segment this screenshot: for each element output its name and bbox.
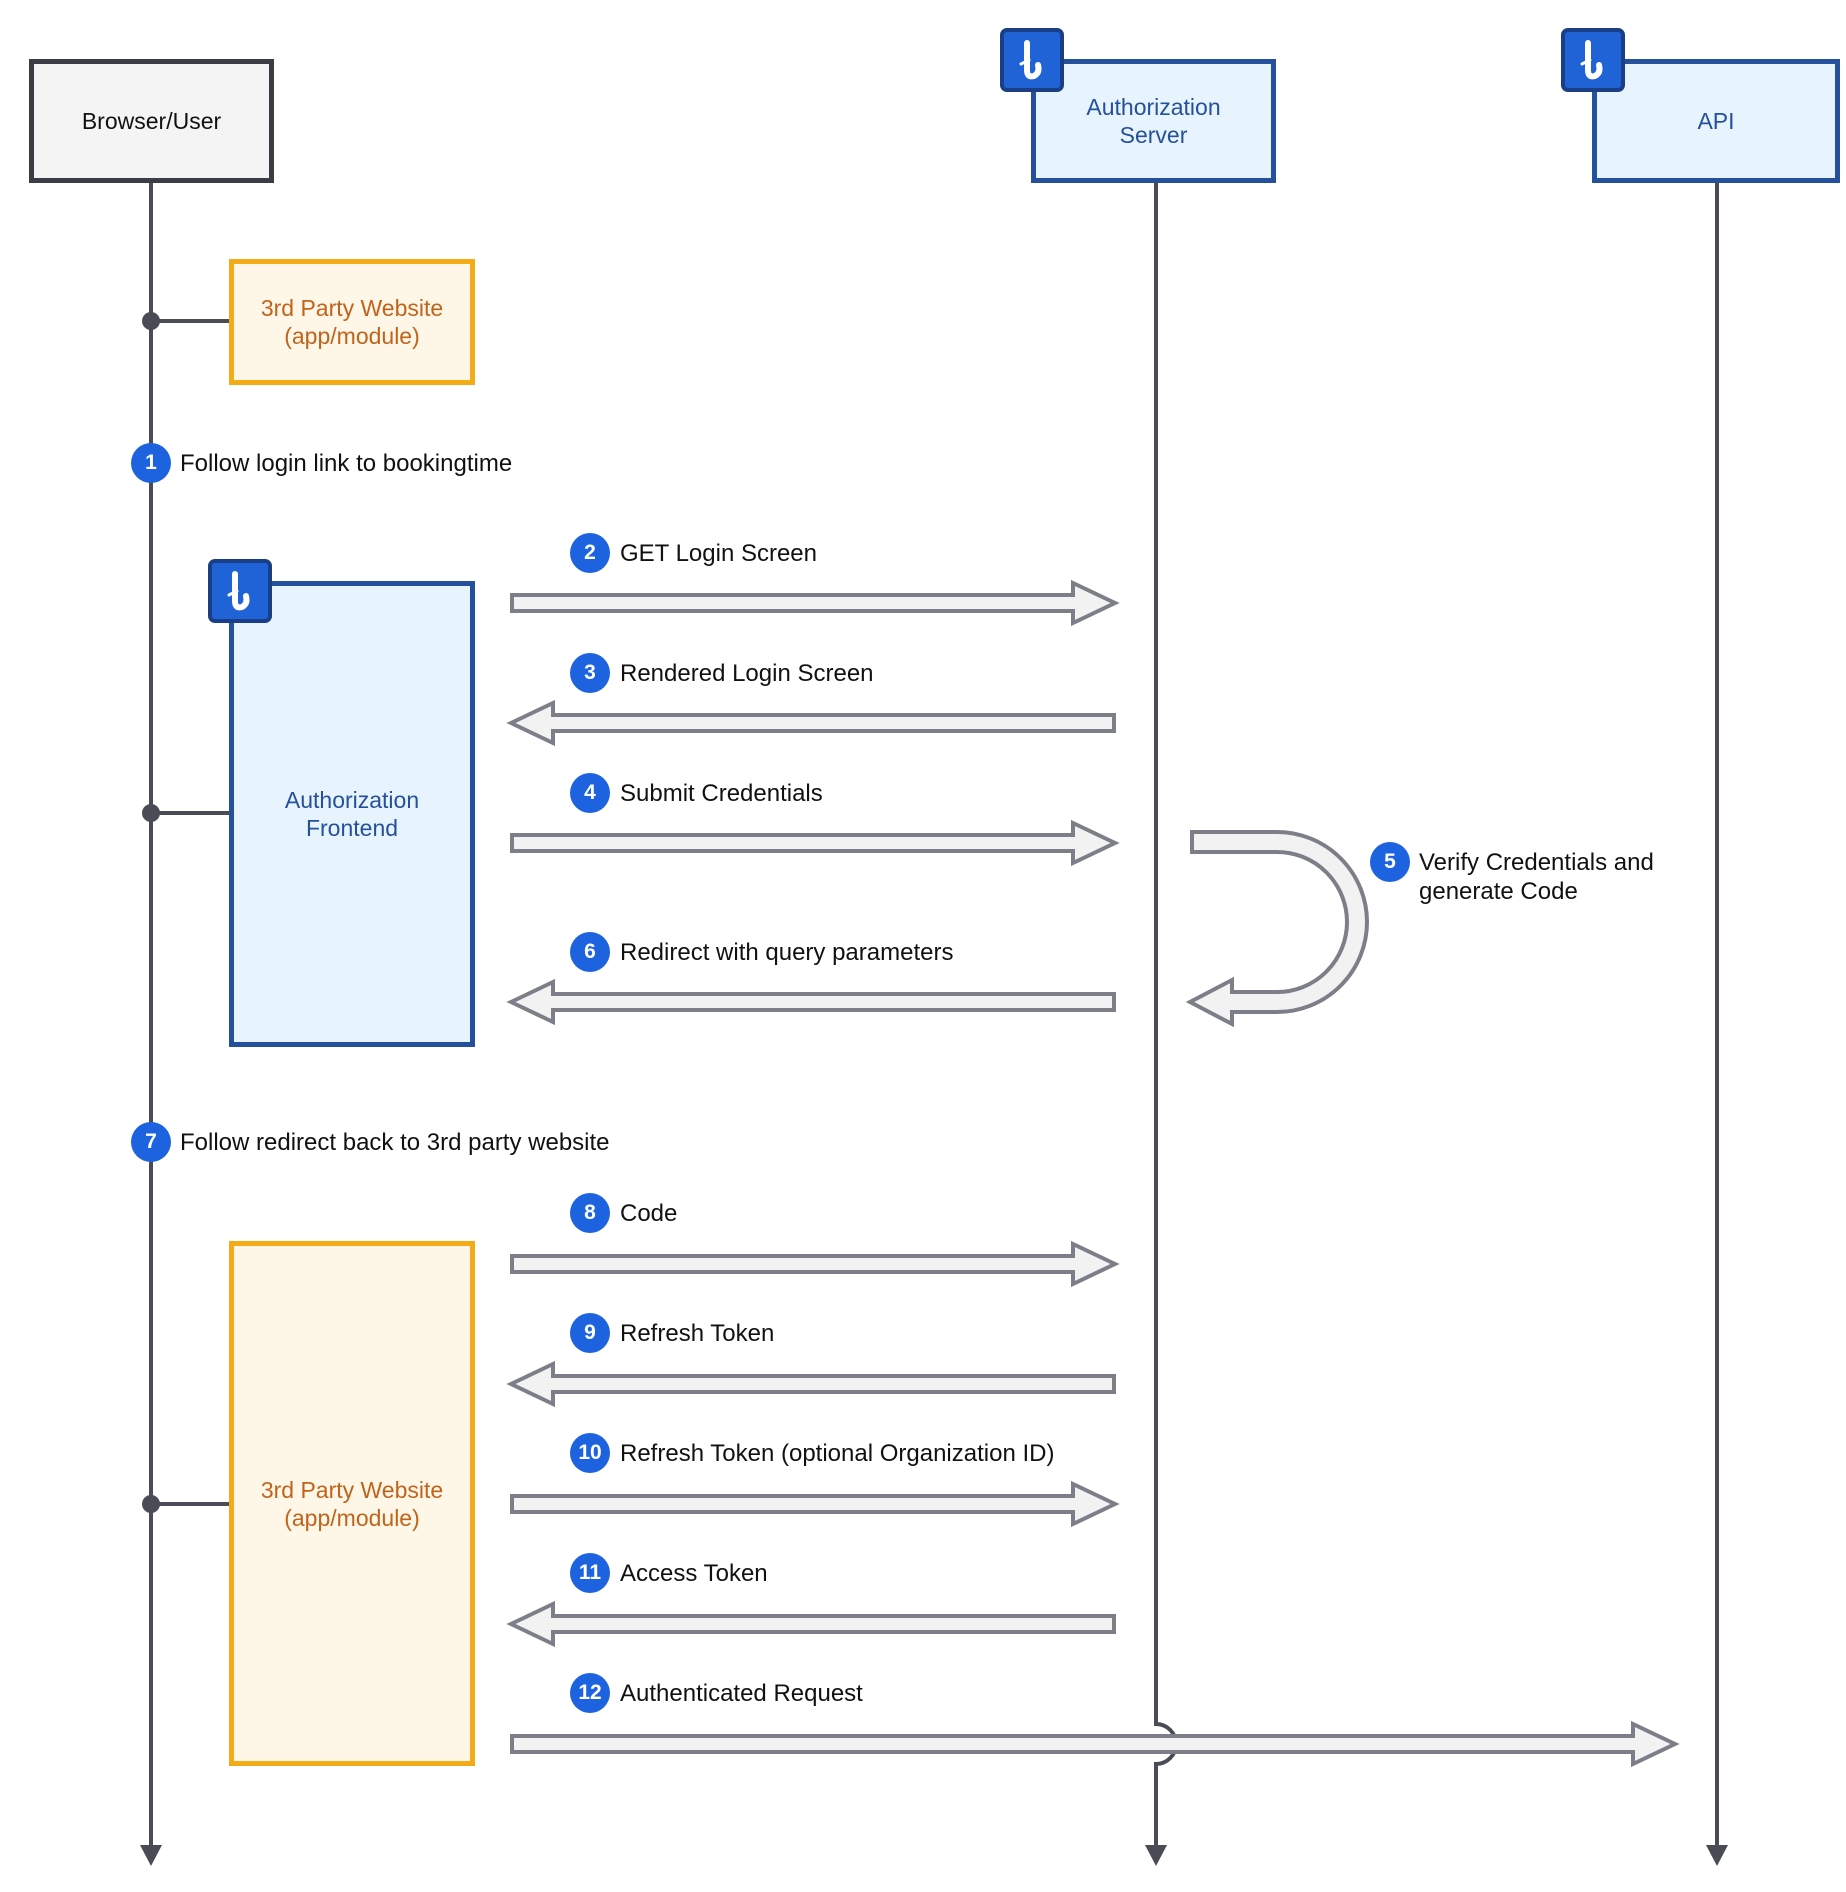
step-label-11: Access Token — [620, 1560, 768, 1587]
bookingtime-logo-icon — [1000, 28, 1064, 92]
activation-third-party-top: 3rd Party Website (app/module) — [229, 259, 475, 385]
bookingtime-logo-icon — [1561, 28, 1625, 92]
step-badge-11: 11 — [570, 1553, 610, 1593]
step-label-2: GET Login Screen — [620, 540, 818, 567]
step-badge-10: 10 — [570, 1433, 610, 1473]
lifeline-auth-server-arrowhead — [1145, 1845, 1167, 1866]
participant-api: API — [1592, 59, 1840, 183]
step-label-12: Authenticated Request — [620, 1680, 863, 1707]
connector-dot-auth-frontend — [142, 804, 160, 822]
step-badge-9: 9 — [570, 1313, 610, 1353]
step-label-5: Verify Credentials and generate Code — [1419, 849, 1654, 905]
step-label-8: Code — [620, 1200, 678, 1227]
lifeline-auth-server — [1154, 182, 1178, 1852]
lifeline-browser-arrowhead — [140, 1845, 162, 1866]
arrow-step-8 — [510, 1240, 1120, 1288]
step-badge-7: 7 — [131, 1122, 171, 1162]
arrow-step-11 — [506, 1600, 1116, 1648]
step-badge-12: 12 — [570, 1673, 610, 1713]
arrow-step-9 — [506, 1360, 1116, 1408]
connector-dot-third-party-top — [142, 312, 160, 330]
lifeline-api-arrowhead — [1706, 1845, 1728, 1866]
arrow-step-5-loop — [1185, 830, 1369, 1028]
step-badge-3: 3 — [570, 653, 610, 693]
connector-dot-third-party-bottom — [142, 1495, 160, 1513]
step-label-7: Follow redirect back to 3rd party websit… — [180, 1129, 610, 1156]
step-label-3: Rendered Login Screen — [620, 660, 874, 687]
step-badge-8: 8 — [570, 1193, 610, 1233]
arrow-step-10 — [510, 1480, 1120, 1528]
arrow-step-4 — [510, 819, 1120, 867]
step-label-10: Refresh Token (optional Organization ID) — [620, 1440, 1055, 1467]
bookingtime-logo-icon — [208, 559, 272, 623]
activation-auth-frontend: Authorization Frontend — [229, 581, 475, 1047]
step-badge-5: 5 — [1370, 842, 1410, 882]
step-label-9: Refresh Token — [620, 1320, 775, 1347]
step-label-4: Submit Credentials — [620, 780, 823, 807]
arrow-step-6 — [506, 978, 1116, 1026]
step-label-1: Follow login link to bookingtime — [180, 450, 513, 477]
arrow-step-12 — [510, 1720, 1680, 1768]
step-badge-4: 4 — [570, 773, 610, 813]
participant-auth-server: Authorization Server — [1031, 59, 1276, 183]
arrow-step-3 — [506, 699, 1116, 747]
step-badge-2: 2 — [570, 533, 610, 573]
step-badge-1: 1 — [131, 443, 171, 483]
arrow-step-2 — [510, 579, 1120, 627]
step-badge-6: 6 — [570, 932, 610, 972]
participant-browser: Browser/User — [29, 59, 274, 183]
step-label-6: Redirect with query parameters — [620, 939, 954, 966]
activation-third-party-bottom: 3rd Party Website (app/module) — [229, 1241, 475, 1766]
